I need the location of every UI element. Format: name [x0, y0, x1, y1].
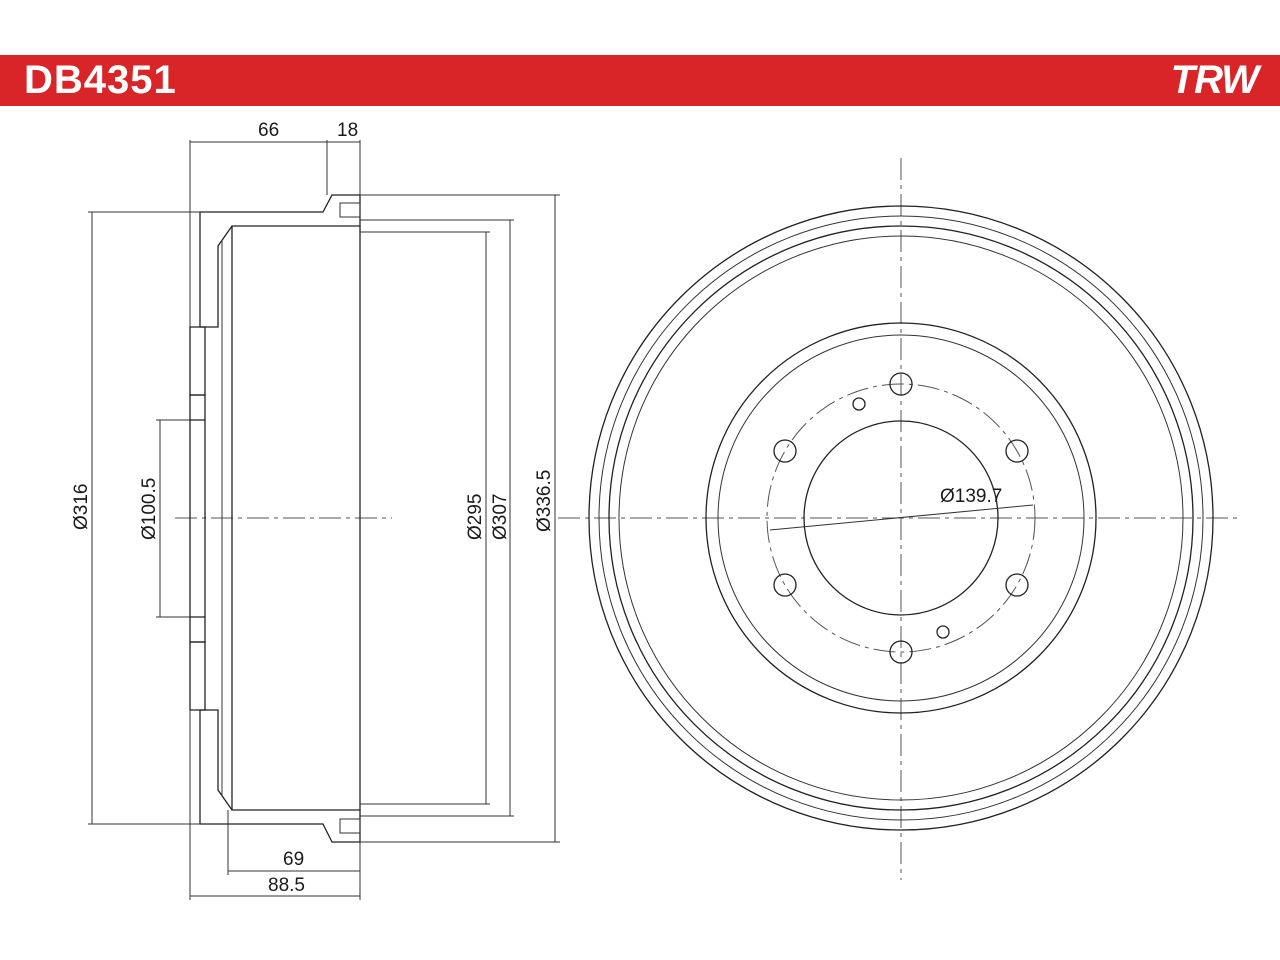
- header-banner: DB4351 TRW: [0, 55, 1280, 106]
- lower-hub-flange-inner: [189, 616, 206, 643]
- upper-flange-groove: [339, 202, 361, 218]
- outer-rim: [588, 205, 1214, 831]
- brand-logo: TRW: [1170, 58, 1259, 102]
- braking-surface-outer: [608, 225, 1194, 811]
- upper-hub-flange: [189, 326, 206, 396]
- dim-bottom-69: 69: [283, 849, 304, 870]
- bolt-hole: [1005, 439, 1029, 463]
- lower-hub-flange: [189, 641, 206, 711]
- dim-dia-307: Ø307: [490, 494, 511, 540]
- bolt-hole: [889, 640, 913, 664]
- dim-dia-336: Ø336.5: [534, 470, 555, 532]
- center-bore: [803, 420, 999, 616]
- bolt-hole: [773, 439, 797, 463]
- dim-top-left: 66: [258, 120, 279, 141]
- side-section-view: 66 18 Ø316 Ø100.5 Ø295 Ø307 Ø336.5 69: [71, 120, 560, 900]
- braking-surface-inner: [618, 235, 1184, 801]
- front-view: Ø139.7: [558, 158, 1240, 880]
- bolt-circle-dim-line: [769, 504, 1034, 531]
- dim-bottom-88: 88.5: [268, 875, 305, 896]
- outer-rim-inner: [598, 215, 1204, 821]
- lower-wall-section: [199, 709, 361, 843]
- hub-plate-inner: [717, 334, 1085, 702]
- lower-flange-groove: [339, 818, 361, 834]
- dim-dia-316: Ø316: [71, 484, 92, 530]
- bolt-holes: [773, 372, 1029, 664]
- bolt-hole: [889, 372, 913, 396]
- dim-bolt-circle: Ø139.7: [940, 486, 1002, 507]
- part-code: DB4351: [24, 58, 177, 102]
- upper-wall-section: [199, 194, 361, 328]
- locating-hole: [936, 625, 950, 639]
- upper-hub-flange-inner: [189, 394, 206, 421]
- dim-dia-100: Ø100.5: [139, 478, 160, 540]
- dim-top-right: 18: [337, 120, 358, 141]
- bolt-hole: [1005, 573, 1029, 597]
- hub-plate-outer: [705, 322, 1097, 714]
- locating-hole: [852, 397, 866, 411]
- bolt-hole: [773, 573, 797, 597]
- dim-dia-295: Ø295: [465, 494, 486, 540]
- bolt-circle: [766, 383, 1036, 653]
